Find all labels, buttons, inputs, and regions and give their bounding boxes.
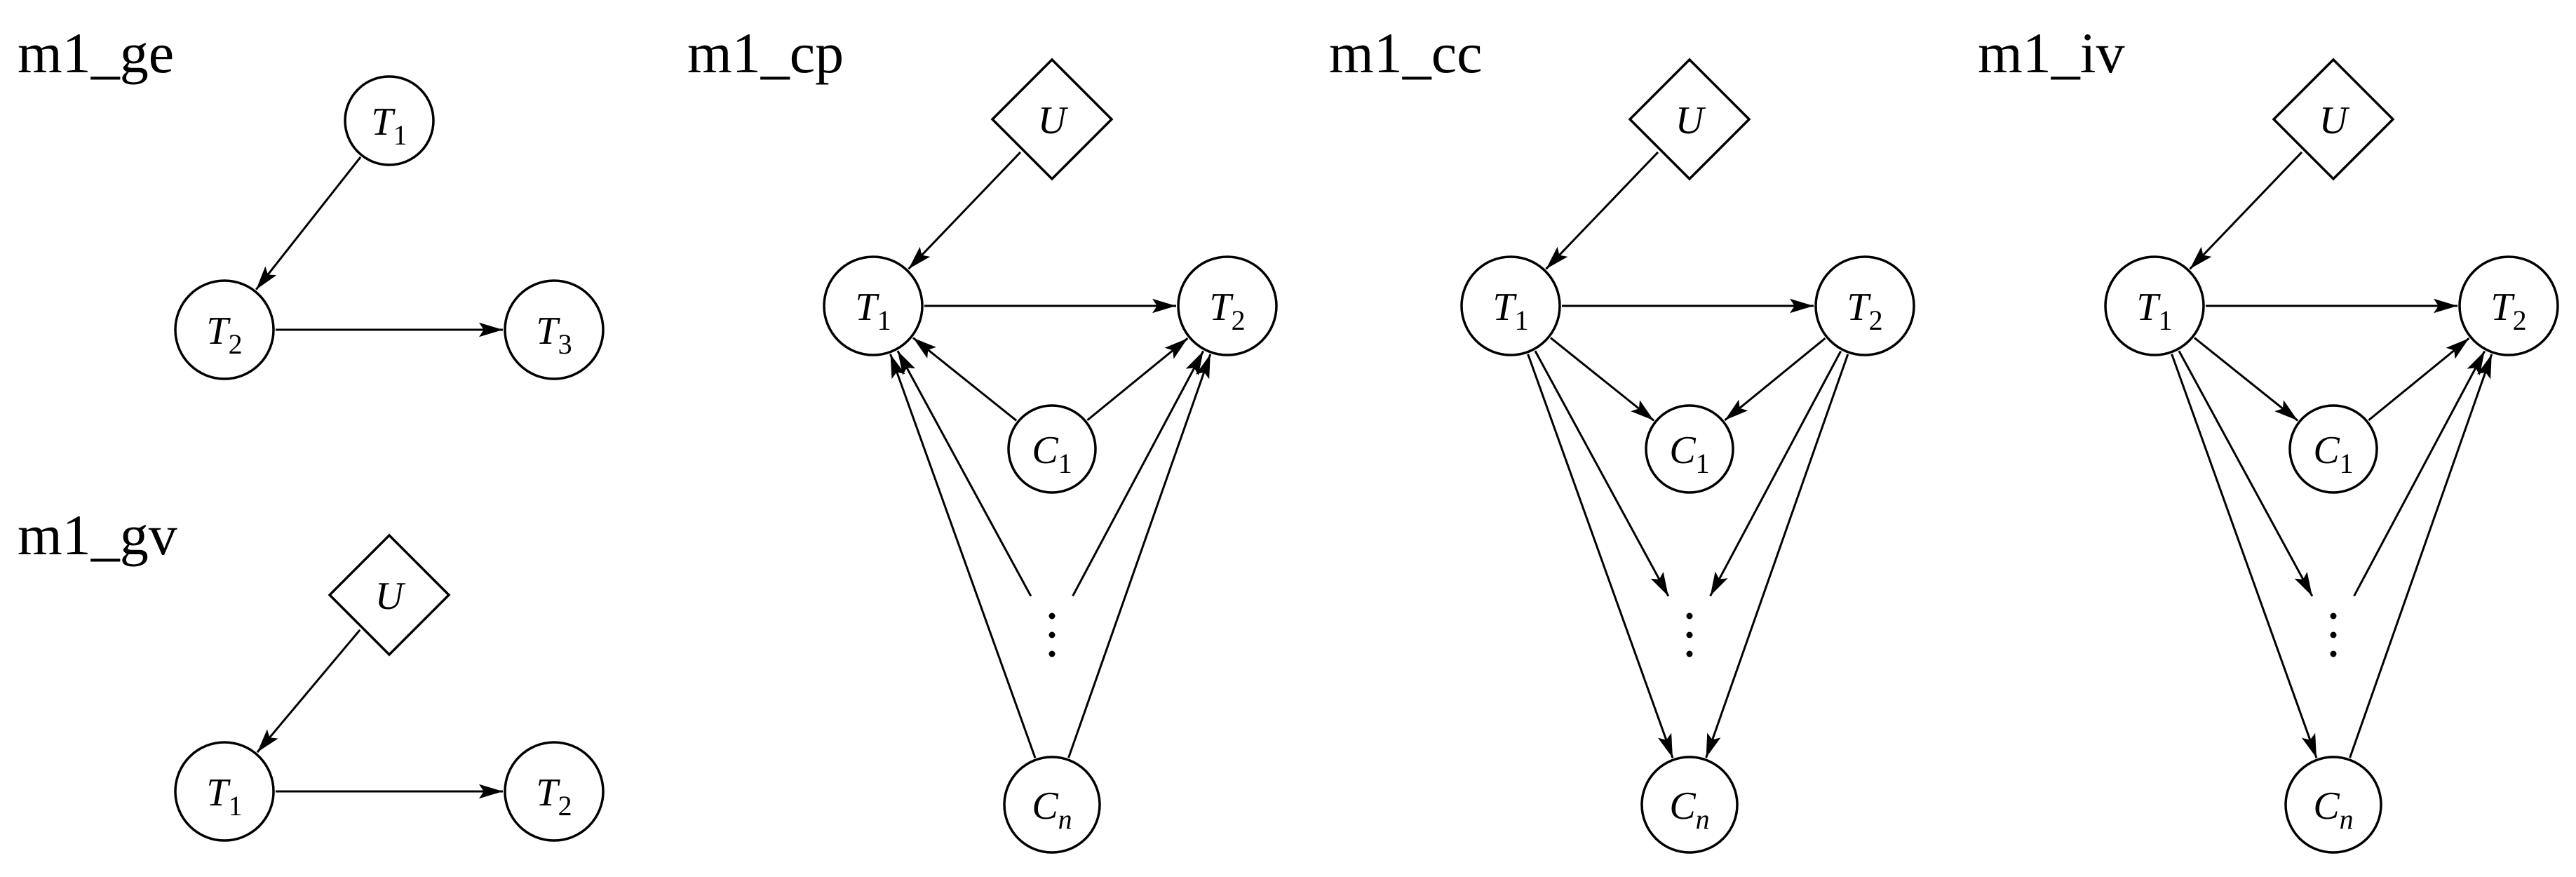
- node-label-m1_cc-U: U: [1675, 99, 1706, 142]
- edge-m1_cc-T2-to-Cn: [1705, 354, 1849, 758]
- edge-m1_iv-U-to-T1: [2189, 151, 2303, 270]
- node-m1_cp-C1: [1007, 404, 1097, 494]
- node-label-m1_gv-U: U: [375, 575, 406, 618]
- ellipsis-dot: [1048, 612, 1056, 620]
- edge-m1_iv-T1-to-dots: [2178, 350, 2314, 597]
- node-label-m1_cp-T1: T1: [855, 286, 891, 336]
- diagram-title-m1_iv: m1_iv: [1978, 21, 2125, 85]
- node-m1_cp-T1: [823, 255, 924, 356]
- edge-m1_ge-T1-to-T2: [255, 156, 362, 290]
- edge-m1_cc-T1-to-Cn: [1527, 354, 1674, 758]
- edge-m1_iv-T1-to-Cn: [2171, 354, 2318, 758]
- node-label-m1_cp-C1: C1: [1032, 429, 1072, 479]
- ellipsis-dot: [1048, 631, 1056, 638]
- node-label-m1_cp-T2: T2: [1209, 286, 1245, 336]
- node-m1_iv-T2: [2458, 255, 2559, 356]
- ellipsis-dot: [1686, 612, 1693, 620]
- node-m1_ge-T1: [344, 75, 435, 166]
- edge-m1_cc-T2-to-C1: [1724, 337, 1826, 422]
- edge-m1_cc-U-to-T1: [1545, 151, 1659, 270]
- diagram-title-m1_cc: m1_cc: [1329, 21, 1483, 85]
- diagram-title-m1_gv: m1_gv: [18, 503, 177, 567]
- node-m1_cp-T2: [1177, 255, 1278, 356]
- diagram-title-m1_ge: m1_ge: [18, 21, 174, 85]
- edge-m1_gv-U-to-T1: [256, 629, 361, 754]
- node-m1_cc-C1: [1645, 404, 1734, 494]
- node-m1_cp-U: [990, 58, 1114, 181]
- node-m1_cc-Cn: [1640, 756, 1739, 854]
- edge-m1_cc-T2-to-dots: [1709, 350, 1842, 597]
- ellipsis-dot: [1048, 650, 1056, 657]
- edge-m1_iv-C1-to-T2: [2368, 337, 2470, 422]
- node-m1_iv-Cn: [2284, 756, 2382, 854]
- node-label-m1_gv-T1: T1: [206, 771, 242, 822]
- node-label-m1_cp-U: U: [1038, 99, 1069, 142]
- edge-m1_cp-Cn-to-T2: [1067, 354, 1212, 758]
- node-m1_iv-U: [2272, 58, 2395, 181]
- node-label-m1_ge-T3: T3: [536, 309, 572, 360]
- node-m1_gv-T2: [504, 741, 605, 842]
- node-m1_cc-U: [1628, 58, 1751, 181]
- edge-m1_cp-Cn-to-T1: [889, 354, 1037, 758]
- ellipsis-dot: [1686, 650, 1693, 657]
- edge-m1_cp-dots-to-T1: [896, 350, 1032, 597]
- ellipsis-dots-m1_iv: [2330, 612, 2337, 657]
- diagram-title-m1_cp: m1_cp: [687, 21, 844, 85]
- edge-m1_cc-T1-to-dots: [1534, 350, 1670, 597]
- node-label-m1_cc-T1: T1: [1492, 286, 1528, 336]
- node-label-m1_ge-T2: T2: [206, 309, 242, 360]
- ellipsis-dot: [2330, 650, 2337, 657]
- edge-m1_iv-Cn-to-T2: [2349, 354, 2493, 758]
- diagram-m1_gv: U T1 T2 m1_gv: [18, 503, 605, 842]
- node-label-m1_ge-T1: T1: [371, 100, 407, 151]
- ellipsis-dot: [1686, 631, 1693, 638]
- edge-m1_cp-dots-to-T2: [1072, 350, 1205, 597]
- node-label-m1_iv-U: U: [2319, 99, 2350, 142]
- node-m1_cc-T1: [1460, 255, 1561, 356]
- edge-m1_iv-T1-to-C1: [2194, 337, 2299, 422]
- node-m1_iv-C1: [2288, 404, 2378, 494]
- node-m1_ge-T3: [504, 279, 605, 380]
- ellipsis-dots-m1_cp: [1048, 612, 1056, 657]
- edge-m1_cp-U-to-T1: [908, 151, 1022, 270]
- edge-m1_cp-C1-to-T1: [912, 337, 1018, 422]
- ellipsis-dot: [2330, 612, 2337, 620]
- node-label-m1_cp-Cn: Cn: [1032, 784, 1072, 835]
- node-m1_ge-T2: [174, 279, 275, 380]
- edge-m1_cp-C1-to-T2: [1086, 337, 1189, 422]
- node-label-m1_cc-T2: T2: [1847, 286, 1882, 336]
- node-label-m1_cc-Cn: Cn: [1669, 784, 1709, 835]
- edge-m1_cc-T1-to-C1: [1550, 337, 1655, 422]
- edge-m1_iv-dots-to-T2: [2353, 350, 2486, 597]
- node-m1_cp-Cn: [1003, 756, 1101, 854]
- ellipsis-dot: [2330, 631, 2337, 638]
- ellipsis-dots-m1_cc: [1686, 612, 1693, 657]
- node-m1_gv-U: [328, 533, 451, 657]
- node-label-m1_iv-Cn: Cn: [2313, 784, 2353, 835]
- node-m1_gv-T1: [174, 741, 275, 842]
- node-m1_cc-T2: [1814, 255, 1915, 356]
- node-label-m1_gv-T2: T2: [536, 771, 572, 822]
- node-m1_iv-T1: [2104, 255, 2205, 356]
- node-label-m1_iv-C1: C1: [2313, 429, 2353, 479]
- node-label-m1_iv-T2: T2: [2490, 286, 2526, 336]
- node-label-m1_iv-T1: T1: [2136, 286, 2172, 336]
- node-label-m1_cc-C1: C1: [1669, 429, 1709, 479]
